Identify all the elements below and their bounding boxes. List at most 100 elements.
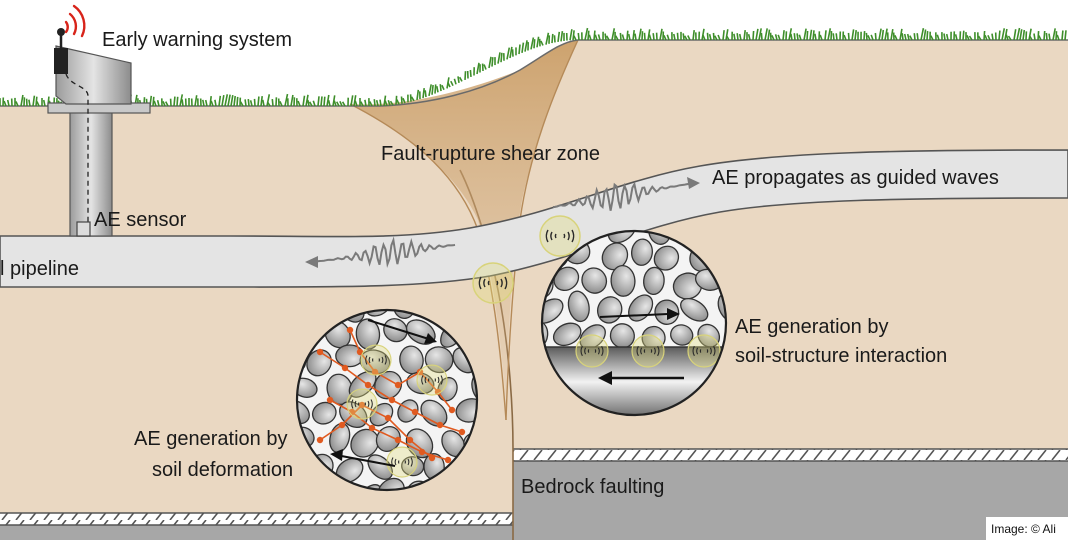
grass-blade xyxy=(354,100,358,107)
grass-blade xyxy=(824,30,827,41)
soil-grain xyxy=(355,484,383,490)
grass-blade xyxy=(6,99,10,107)
grass-blade xyxy=(202,99,205,107)
grass-blade xyxy=(936,34,940,41)
grass-blade xyxy=(1033,33,1036,41)
grass-blade xyxy=(619,32,622,41)
contact-point xyxy=(341,364,349,372)
contact-point xyxy=(406,436,414,444)
grass-blade xyxy=(317,96,320,107)
emission-ring-icon xyxy=(472,215,581,304)
grass-blade xyxy=(194,95,198,107)
soil-grain xyxy=(471,372,477,403)
grass-blade xyxy=(584,27,589,41)
grass-blade xyxy=(1004,28,1008,41)
grass-blade xyxy=(943,33,946,41)
grass-blade xyxy=(173,96,176,107)
contact-point xyxy=(436,421,444,429)
grass-blade xyxy=(747,34,751,41)
grass-blade xyxy=(1037,31,1040,41)
grass-blade xyxy=(335,101,340,107)
grass-blade xyxy=(42,99,46,107)
grass-blade xyxy=(708,34,712,41)
grass-blade xyxy=(863,31,866,41)
grass-blade xyxy=(803,28,807,41)
grass-blade xyxy=(827,28,832,41)
grass-blade xyxy=(627,33,631,41)
grass-blade xyxy=(701,28,705,41)
contact-point xyxy=(444,456,452,464)
grass-blade xyxy=(36,101,40,107)
grass-blade xyxy=(227,94,231,107)
grass-blade xyxy=(738,33,742,41)
grass-blade xyxy=(233,95,236,107)
grass-blade xyxy=(968,35,973,41)
grass-blade xyxy=(587,30,590,41)
grass-blade xyxy=(692,30,695,41)
grass-blade xyxy=(782,30,785,41)
grass-blade xyxy=(733,33,736,41)
grass-blade xyxy=(260,96,263,107)
emission-halo xyxy=(416,364,448,396)
grass-blade xyxy=(638,28,642,41)
soil-grain xyxy=(653,245,680,271)
grass-blade xyxy=(221,94,225,107)
grass-blade xyxy=(302,95,306,107)
grass-blade xyxy=(360,101,364,107)
emission-arcs xyxy=(692,345,716,357)
shear-zone xyxy=(350,40,578,400)
grass-blade xyxy=(777,34,781,41)
emission-halo xyxy=(346,388,378,420)
label-bedrock: Bedrock faulting xyxy=(521,476,664,498)
grass-blade xyxy=(588,34,592,41)
grass-blade xyxy=(832,33,835,41)
emission-arcs xyxy=(545,229,575,243)
contact-point xyxy=(428,454,436,462)
emission-halo xyxy=(386,446,418,478)
grass-blade xyxy=(400,96,403,104)
grass-blade xyxy=(722,30,725,41)
contact-point xyxy=(358,401,366,409)
grass-blade xyxy=(663,34,667,41)
grass-blade xyxy=(793,33,796,41)
grass-blade xyxy=(402,97,406,104)
soil-grain xyxy=(601,242,629,271)
contact-point xyxy=(326,396,334,404)
soil-grain xyxy=(607,231,637,244)
grass-blade xyxy=(308,101,313,107)
grass-blade xyxy=(210,100,214,107)
grass-blade xyxy=(812,30,815,41)
soil-grain xyxy=(581,267,608,294)
grass-blade xyxy=(339,100,343,107)
grass-blade xyxy=(706,32,709,41)
grass-blade xyxy=(441,84,445,91)
grass-blade xyxy=(176,96,179,107)
grass-blade xyxy=(247,99,250,107)
grass-blade xyxy=(1007,35,1012,41)
grass-blade xyxy=(209,96,212,107)
soil-grain xyxy=(424,346,454,374)
contact-point xyxy=(316,436,324,444)
grass-blade xyxy=(396,99,400,105)
grass-blade xyxy=(755,28,759,41)
soil-grain xyxy=(350,428,380,458)
grass-blade xyxy=(383,95,387,107)
grass-blade xyxy=(767,29,771,41)
grass-blade xyxy=(530,37,535,50)
emission-arcs xyxy=(580,345,604,357)
soil-grain xyxy=(680,297,709,322)
soil-grain xyxy=(374,370,403,400)
grass-blade xyxy=(447,82,451,88)
grass-blade xyxy=(743,30,746,41)
grass-blade xyxy=(736,33,739,41)
grass-blade xyxy=(307,99,310,107)
grass-blade xyxy=(683,35,688,41)
emission-arcs xyxy=(351,399,373,409)
label-shear-zone: Fault-rupture shear zone xyxy=(381,143,600,165)
grass-blade xyxy=(597,34,601,41)
grass-blade xyxy=(152,96,155,107)
grass-blade xyxy=(758,28,762,41)
grass-blade xyxy=(798,34,802,41)
grass-blade xyxy=(604,33,607,41)
label-pipeline: l pipeline xyxy=(0,258,79,280)
